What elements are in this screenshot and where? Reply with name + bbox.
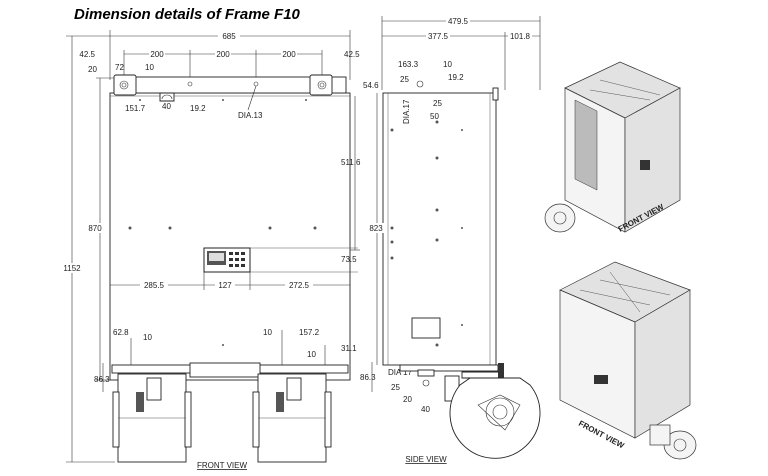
- dim-keypad-left: 285.5: [144, 281, 165, 290]
- dim-foot-right-edge: 31.1: [341, 344, 357, 353]
- dim-hole-dia-top: DIA.17: [402, 99, 411, 124]
- dim-side-lift-offset: 163.3: [398, 60, 419, 69]
- iso-view-bottom: FRONT VIEW: [559, 261, 697, 460]
- dim-spacing-3: 200: [282, 50, 296, 59]
- dim-foot-left: 62.8: [113, 328, 129, 337]
- drawing-title: Dimension details of Frame F10: [74, 6, 300, 23]
- dim-fan-depth: 101.8: [510, 32, 531, 41]
- dim-ear-offset: 72: [115, 63, 124, 72]
- dim-hole-dia: DIA.13: [238, 111, 263, 120]
- dim-overall-depth: 479.5: [448, 17, 469, 26]
- dim-left-margin: 42.5: [79, 50, 95, 59]
- dim-ear-gap: 10: [145, 63, 154, 72]
- left-foot: [112, 373, 192, 463]
- dim-bottom-span: 40: [421, 405, 430, 414]
- dim-foot-right-gap: 10: [263, 328, 272, 337]
- front-view-label: FRONT VIEW: [197, 461, 248, 470]
- dim-cabinet-depth: 377.5: [428, 32, 449, 41]
- dim-hole-h: 25: [433, 99, 442, 108]
- dim-top-height: 54.6: [363, 81, 379, 90]
- dim-cabinet-height: 870: [88, 224, 102, 233]
- dim-spacing-1: 200: [150, 50, 164, 59]
- side-view-label: SIDE VIEW: [405, 455, 447, 464]
- dim-foot-right: 157.2: [299, 328, 320, 337]
- dim-side-cabinet-height: 823: [369, 224, 383, 233]
- dim-lift-width: 40: [162, 102, 171, 111]
- dim-side-lift-height: 19.2: [448, 73, 464, 82]
- side-view: 479.5 377.5 101.8 163.3 10 19.2 54.6 25 …: [360, 16, 541, 464]
- dim-ear-height: 20: [88, 65, 97, 74]
- dim-bottom-hole-dia: DIA 17: [388, 368, 413, 377]
- keypad-display: [203, 247, 251, 273]
- dim-overall-width: 685: [222, 32, 236, 41]
- dim-side-lift-gap: 10: [443, 60, 452, 69]
- dim-foot-left-gap: 10: [143, 333, 152, 342]
- dim-lift-height: 19.2: [190, 104, 206, 113]
- dim-base-height: 86.3: [94, 375, 110, 384]
- iso-view-top: FRONT VIEW: [544, 61, 681, 234]
- right-foot: [252, 373, 332, 463]
- dim-keypad-width: 127: [218, 281, 232, 290]
- dim-keypad-top: 511.6: [341, 158, 361, 167]
- dim-side-base-height: 86.3: [360, 373, 376, 382]
- front-view: 685 42.5 200 200 200 42.5 20 72 10 151.7…: [62, 30, 361, 470]
- dim-foot-right-gap2: 10: [307, 350, 316, 359]
- dim-lift-offset: 151.7: [125, 104, 146, 113]
- dim-keypad-right: 272.5: [289, 281, 310, 290]
- dim-hole-span: 50: [430, 112, 439, 121]
- fan-housing: [449, 377, 541, 459]
- dim-bottom-hole-h: 20: [403, 395, 412, 404]
- dim-spacing-2: 200: [216, 50, 230, 59]
- dim-bottom-hole-v: 25: [391, 383, 400, 392]
- dim-right-margin: 42.5: [344, 50, 360, 59]
- dim-overall-height: 1152: [63, 264, 81, 273]
- dim-hole-v: 25: [400, 75, 409, 84]
- dim-keypad-height: 73.5: [341, 255, 357, 264]
